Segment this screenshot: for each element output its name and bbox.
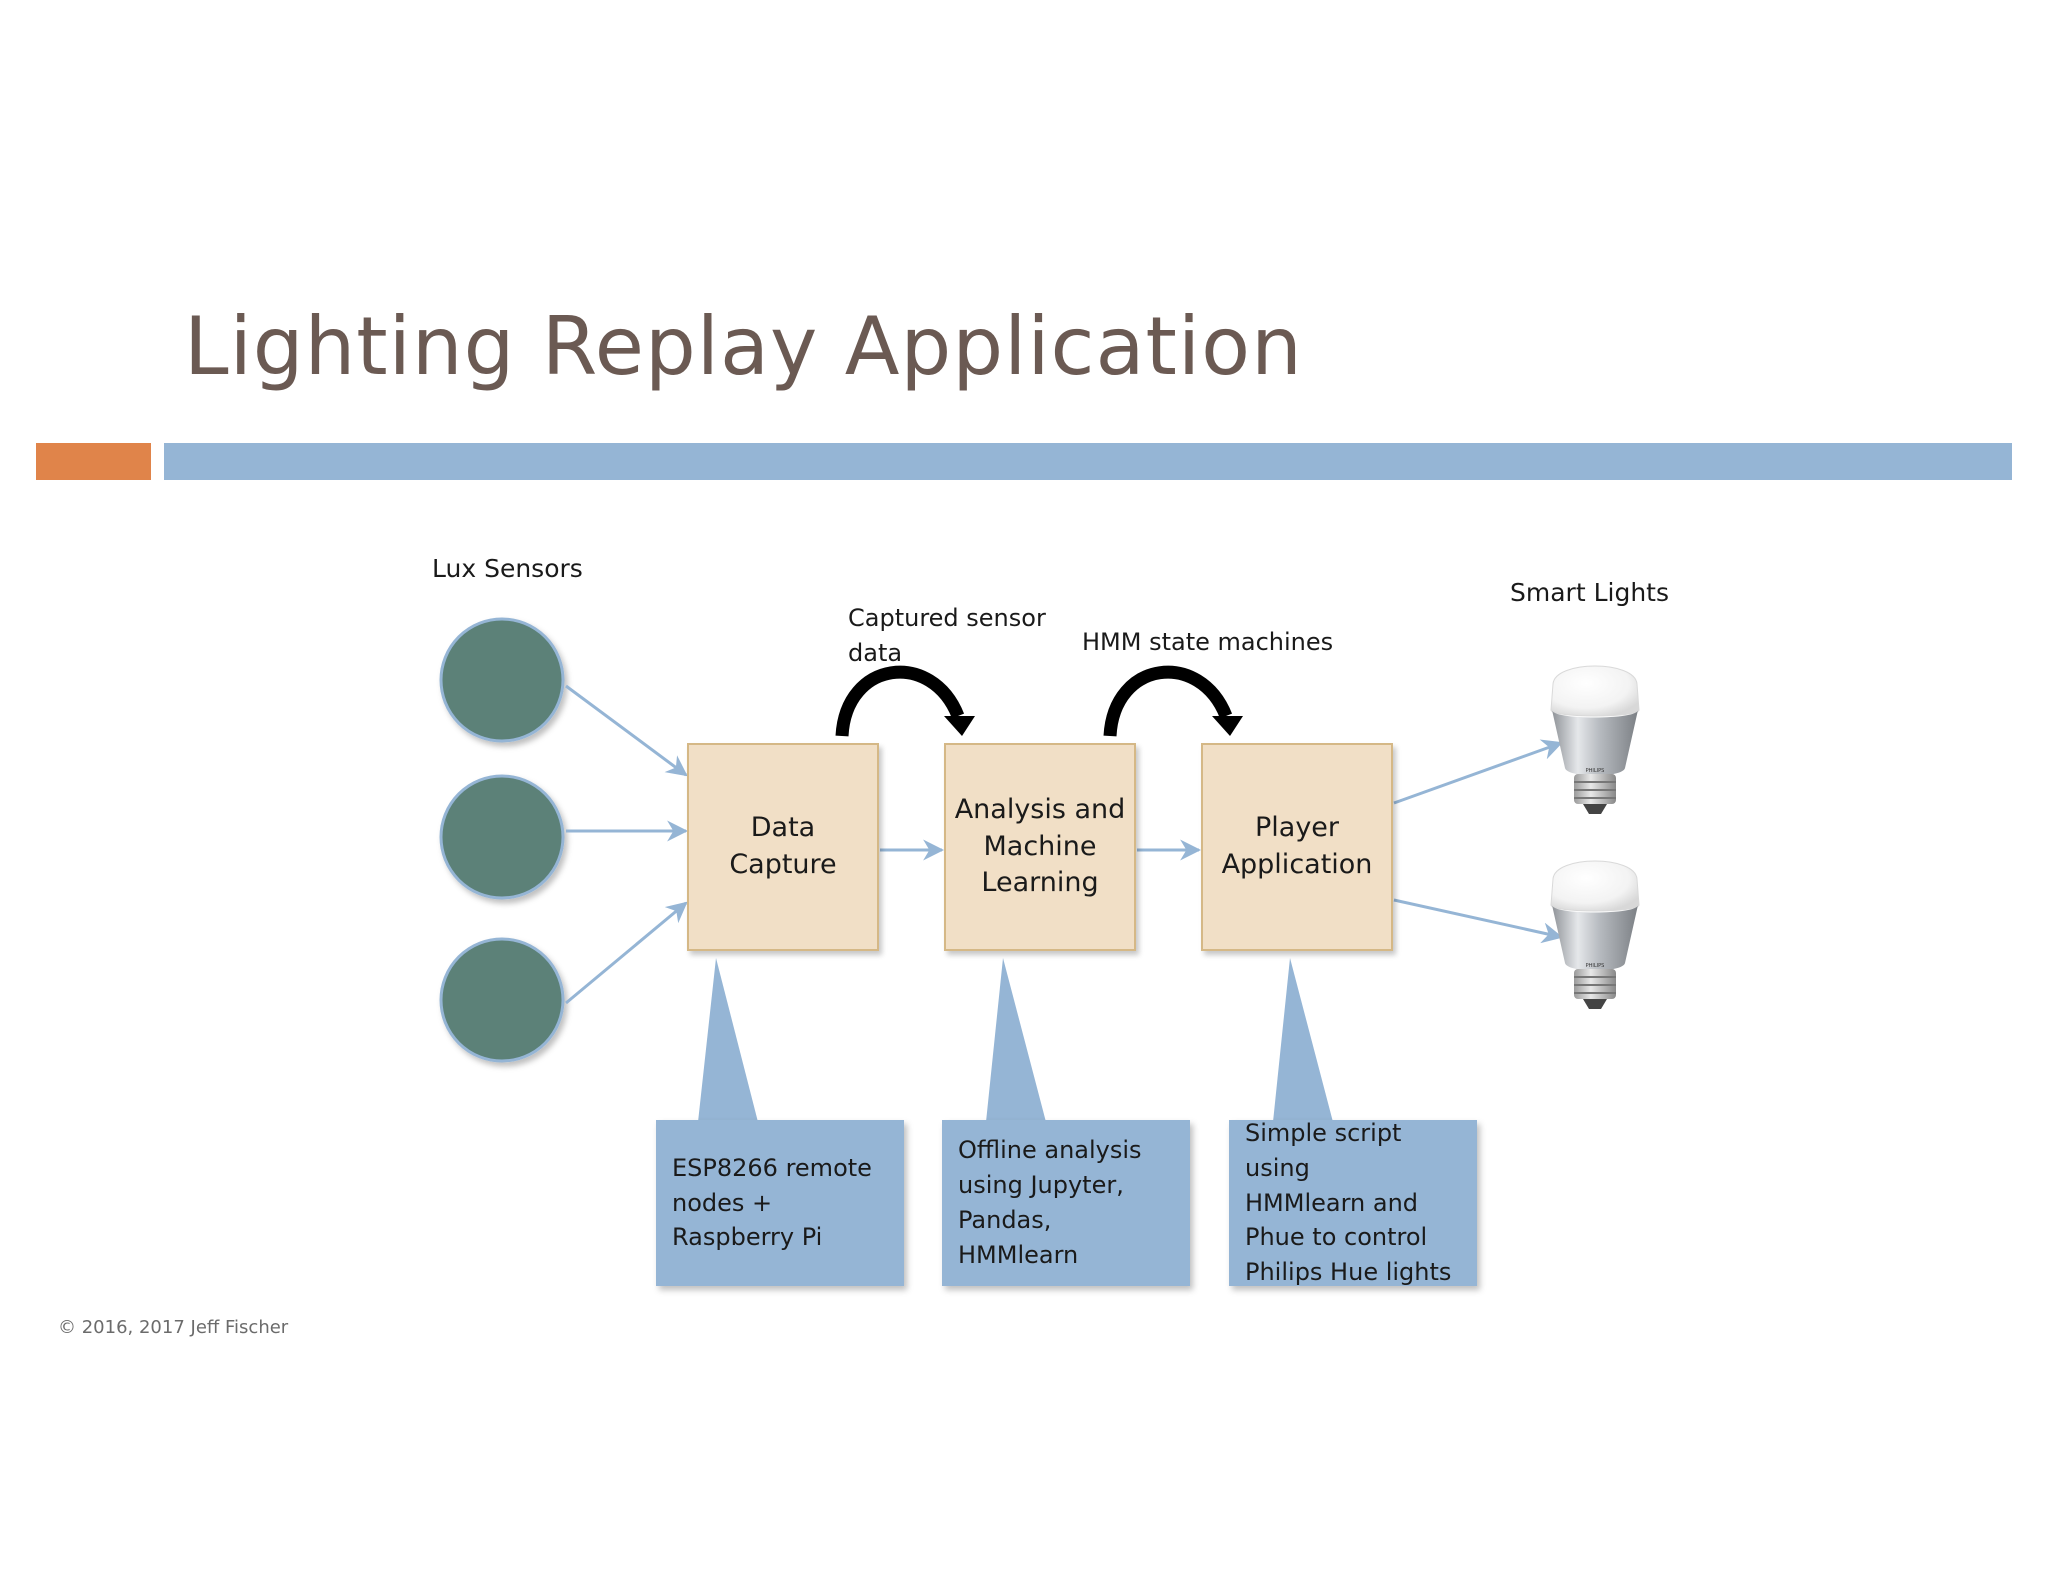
light-bulb-icon: PHILIPS bbox=[1550, 860, 1640, 1009]
light-bulb-icon: PHILIPS bbox=[1550, 665, 1640, 814]
callout-pointer-player bbox=[1273, 958, 1333, 1122]
callout-analysis: Offline analysis using Jupyter, Pandas, … bbox=[942, 1120, 1190, 1286]
callout-capture-text: ESP8266 remote nodes + Raspberry Pi bbox=[672, 1153, 872, 1252]
connector-sensor1-capture bbox=[565, 684, 688, 777]
analysis-label: Analysis and Machine Learning bbox=[954, 793, 1126, 899]
data-capture-box: Data Capture bbox=[687, 743, 879, 951]
sensor-circle-2 bbox=[439, 774, 565, 900]
connector-sensor3-capture bbox=[565, 901, 688, 1005]
accent-bar bbox=[36, 443, 151, 480]
title-underline-bar bbox=[164, 443, 2012, 480]
analysis-box: Analysis and Machine Learning bbox=[944, 743, 1136, 951]
flow-label-captured: Captured sensor data bbox=[848, 604, 1046, 667]
callout-pointer-analysis bbox=[986, 958, 1046, 1122]
callout-player-text: Simple script using HMMlearn and Phue to… bbox=[1245, 1119, 1452, 1287]
flow-label-hmm: HMM state machines bbox=[1082, 628, 1334, 656]
sensor-circle-1 bbox=[439, 617, 565, 743]
lights-label: Smart Lights bbox=[1510, 578, 1669, 607]
page-title: Lighting Replay Application bbox=[184, 300, 1303, 393]
sensors-label: Lux Sensors bbox=[432, 554, 583, 583]
callout-capture: ESP8266 remote nodes + Raspberry Pi bbox=[656, 1120, 904, 1286]
callout-player: Simple script using HMMlearn and Phue to… bbox=[1229, 1119, 1477, 1286]
data-capture-label: Data Capture bbox=[729, 812, 837, 880]
player-box: Player Application bbox=[1201, 743, 1393, 951]
sensor-circle-3 bbox=[439, 937, 565, 1063]
curved-arrow-icon bbox=[835, 665, 975, 737]
connector-player-light1 bbox=[1393, 739, 1563, 805]
bulb-brand-label: PHILIPS bbox=[1586, 768, 1605, 774]
player-label: Player Application bbox=[1221, 812, 1373, 880]
callout-analysis-text: Offline analysis using Jupyter, Pandas, … bbox=[958, 1136, 1142, 1269]
connector-player-light2 bbox=[1393, 898, 1564, 944]
callout-pointer-capture bbox=[698, 958, 758, 1122]
copyright-text: © 2016, 2017 Jeff Fischer bbox=[58, 1317, 289, 1338]
curved-arrow-icon bbox=[1103, 665, 1243, 737]
bulb-brand-label: PHILIPS bbox=[1586, 963, 1605, 969]
